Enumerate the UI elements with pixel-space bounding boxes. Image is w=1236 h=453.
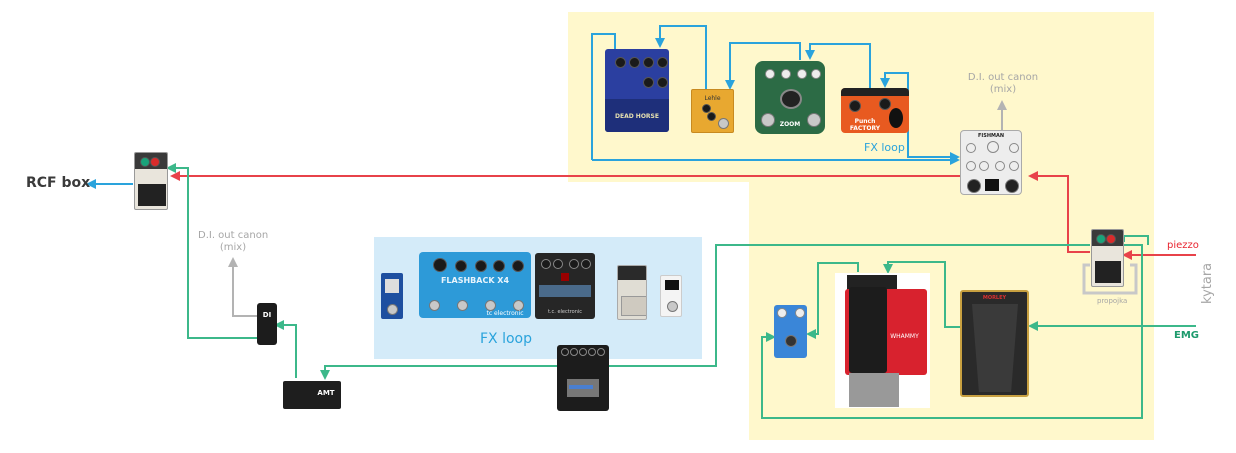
di-out-right-line2: (mix) xyxy=(989,84,1017,95)
wire-fx-top-send xyxy=(591,33,616,160)
wire-lehle-zoom xyxy=(725,42,801,90)
fender-di[interactable]: DI xyxy=(257,303,277,345)
punch-factory-name: Punch FACTORY xyxy=(849,118,881,132)
di-out-left-line1: D.I. out canon xyxy=(198,230,269,241)
di-out-right-line1: D.I. out canon xyxy=(967,72,1039,83)
zoom-a2[interactable]: ZOOM xyxy=(755,61,825,134)
piezzo-label: piezzo xyxy=(1167,240,1199,251)
amt-3ch-preamp[interactable] xyxy=(557,345,609,411)
lehle-parallel[interactable]: Lehle xyxy=(691,89,734,133)
wire-red-right xyxy=(1028,171,1090,253)
propojka-label: propojka xyxy=(1097,297,1128,305)
wire-green-whammy-ebs xyxy=(806,262,859,339)
wire-green-to-left-selector xyxy=(761,244,1143,419)
polytune[interactable] xyxy=(660,275,682,317)
ebs-pedal[interactable] xyxy=(774,305,807,358)
fender-di-name: DI xyxy=(262,311,272,319)
digitech-whammy[interactable]: WHAMMY xyxy=(835,273,930,408)
dead-horse-name: DEAD HORSE xyxy=(615,113,659,120)
wire-green-to-amt3 xyxy=(598,244,1090,371)
fishman-name: FISHMAN xyxy=(977,133,1005,139)
rcf-box-label: RCF box xyxy=(26,175,91,191)
wire-green-amt3-amt xyxy=(320,365,558,380)
amt-preamp-name: AMT xyxy=(317,389,335,397)
flashback-x4[interactable]: FLASHBACK X4 tc electronic xyxy=(419,252,531,318)
kytara-label: kytara xyxy=(1200,262,1215,304)
morley-wah[interactable]: MORLEY xyxy=(960,290,1029,397)
fx-loop-bottom-label: FX loop xyxy=(480,331,533,347)
flashback-name: FLASHBACK X4 xyxy=(440,276,510,285)
wire-green-amt-di xyxy=(274,320,297,378)
morley-name: MORLEY xyxy=(982,295,1007,301)
di-out-right-label: D.I. out canon (mix) xyxy=(967,72,1039,96)
wire-green-morley-whammy xyxy=(883,261,960,328)
fx-zone-bottom-yellow xyxy=(749,182,1154,440)
fx-loop-top-label: FX loop xyxy=(864,141,905,154)
di-out-left-label: D.I. out canon (mix) xyxy=(198,230,268,254)
wire-fx-return xyxy=(907,132,960,162)
emg-label: EMG xyxy=(1174,330,1199,341)
wire-green-line-selector xyxy=(1123,235,1149,245)
wire-propojka xyxy=(1082,263,1138,295)
whammy-name: WHAMMY xyxy=(890,333,919,340)
amt-preamp[interactable]: AMT xyxy=(283,381,341,409)
boss-small-pedal[interactable] xyxy=(617,265,647,320)
wire-green-di-selector xyxy=(166,163,258,339)
punch-factory[interactable]: Punch FACTORY xyxy=(841,88,909,133)
wire-deadhorse-lehle xyxy=(655,25,707,90)
tc-dual-name: t.c. electronic xyxy=(547,309,583,315)
line-selector-right[interactable] xyxy=(1091,229,1124,287)
wire-zoom-punch xyxy=(805,43,871,90)
line-selector-left[interactable] xyxy=(134,152,168,210)
zoom-name: ZOOM xyxy=(779,121,801,128)
di-out-left-line2: (mix) xyxy=(219,242,247,253)
dead-horse-reverb[interactable]: DEAD HORSE xyxy=(605,49,669,132)
tc-electronic-dual[interactable]: t.c. electronic xyxy=(535,253,595,319)
lehle-name: Lehle xyxy=(704,95,721,102)
flashback-brand: tc electronic xyxy=(486,310,524,317)
wire-di-out-left xyxy=(228,257,258,317)
fishman-preamp[interactable]: FISHMAN xyxy=(960,130,1022,195)
fender-eq[interactable] xyxy=(381,273,403,319)
